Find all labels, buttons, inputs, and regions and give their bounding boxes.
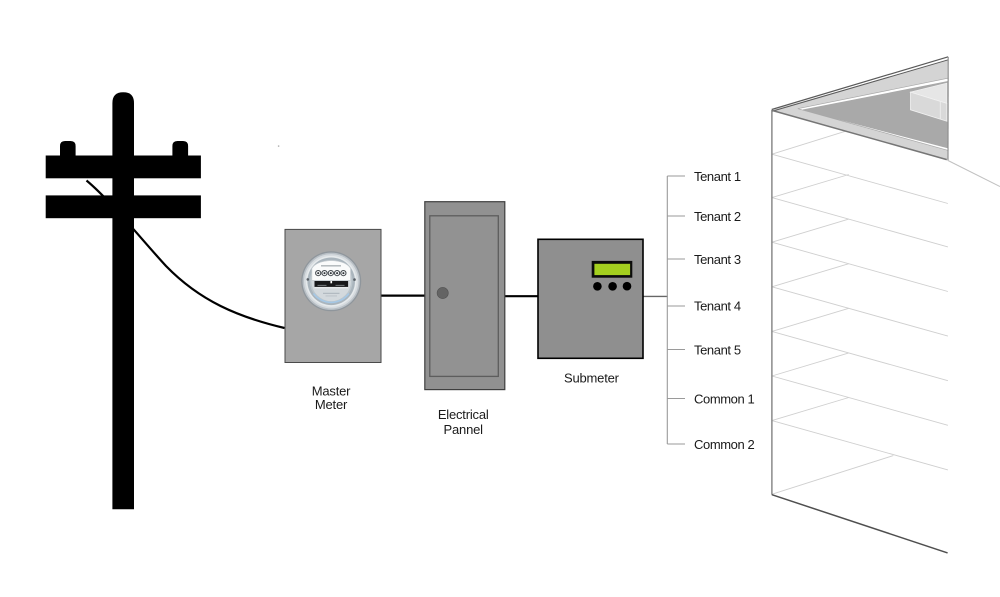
svg-text:Meter: Meter	[315, 397, 348, 412]
svg-text:Pannel: Pannel	[444, 422, 484, 437]
svg-text:Master: Master	[312, 384, 351, 399]
svg-text:Tenant 2: Tenant 2	[694, 209, 741, 224]
svg-text:Common 2: Common 2	[694, 437, 755, 452]
svg-text:Tenant 5: Tenant 5	[694, 342, 741, 357]
svg-text:Tenant 3: Tenant 3	[694, 252, 741, 267]
svg-text:Submeter: Submeter	[564, 370, 620, 385]
svg-text:Tenant 4: Tenant 4	[694, 298, 741, 313]
svg-text:Tenant 1: Tenant 1	[694, 169, 741, 184]
svg-text:Electrical: Electrical	[438, 407, 489, 422]
svg-text:Common 1: Common 1	[694, 391, 755, 406]
